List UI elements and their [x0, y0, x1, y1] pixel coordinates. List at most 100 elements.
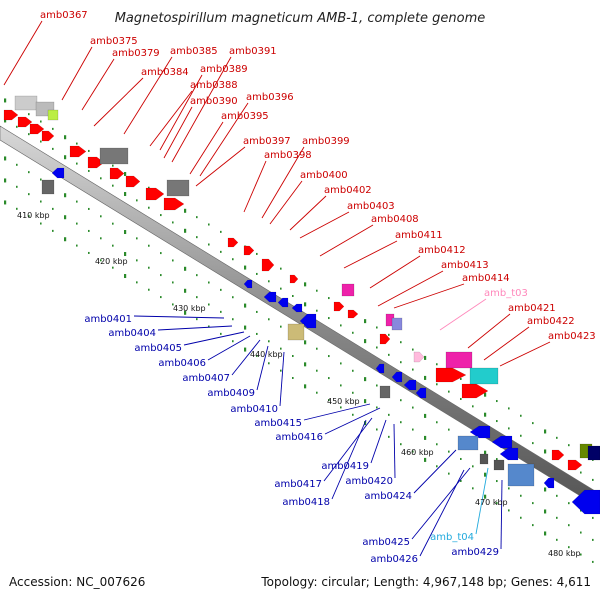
tick-mark: [556, 494, 558, 497]
leader-line: [195, 146, 246, 187]
tick-mark: [424, 413, 427, 418]
tick-mark: [532, 422, 534, 425]
tick-mark: [460, 397, 462, 400]
leader-line: [413, 449, 457, 494]
tick-mark: [460, 377, 462, 380]
tick-mark: [184, 228, 187, 233]
tick-mark: [508, 487, 510, 490]
tick-mark: [220, 332, 222, 335]
gene-label-forward: amb0413: [441, 260, 489, 271]
gene-box-gray: [41, 179, 55, 195]
tick-mark: [64, 237, 67, 242]
leader-line: [343, 240, 398, 269]
tick-mark: [316, 289, 318, 292]
tick-mark: [196, 274, 198, 277]
tick-mark: [400, 443, 402, 446]
tick-mark: [220, 230, 222, 233]
tick-mark: [184, 310, 187, 315]
leader-line: [467, 313, 511, 349]
tick-mark: [436, 421, 438, 424]
tick-mark: [4, 200, 7, 205]
tick-mark: [220, 250, 222, 253]
leader-line: [411, 467, 471, 540]
tick-mark: [496, 480, 498, 483]
tick-mark: [292, 376, 294, 379]
leader-line: [393, 423, 396, 479]
gene-label-forward: amb0421: [508, 303, 556, 314]
leader-line: [256, 345, 269, 391]
gene-label-forward: amb0389: [200, 64, 248, 75]
tick-mark: [28, 215, 30, 218]
tick-mark: [556, 516, 558, 519]
gene-label-forward: amb0384: [141, 67, 189, 78]
tick-mark: [88, 251, 90, 254]
forward-gene-arrow: [109, 167, 125, 180]
gene-label-reverse: amb0416: [275, 432, 323, 443]
leader-line: [199, 102, 249, 177]
tick-mark: [580, 553, 582, 556]
gene-box-tan: [287, 323, 305, 341]
leader-line: [231, 339, 261, 376]
tick-mark: [448, 428, 450, 431]
tick-mark: [424, 375, 427, 380]
tick-mark: [76, 162, 78, 165]
tick-mark: [412, 428, 414, 431]
leader-line: [171, 56, 232, 163]
leader-line: [323, 417, 373, 482]
gene-label-forward: amb_t03: [484, 288, 528, 299]
tick-mark: [124, 192, 127, 197]
tick-mark: [568, 502, 570, 505]
tick-mark: [232, 258, 234, 261]
leader-line: [81, 58, 115, 111]
reverse-gene-arrow: [243, 279, 253, 289]
tick-mark: [328, 355, 330, 358]
tick-mark: [196, 236, 198, 239]
tick-mark: [112, 184, 114, 187]
tick-mark: [124, 252, 127, 257]
tick-mark: [520, 516, 522, 519]
rna-box-cyan: [469, 367, 499, 385]
tick-mark: [4, 178, 7, 183]
tick-mark: [376, 406, 378, 409]
tick-mark: [40, 140, 42, 143]
tick-mark: [352, 331, 354, 334]
tick-mark: [496, 502, 498, 505]
genome-backbone: [0, 125, 600, 509]
leader-line: [289, 195, 327, 231]
forward-gene-arrow: [261, 258, 275, 272]
tick-mark: [316, 391, 318, 394]
gene-label-reverse: amb0425: [362, 537, 410, 548]
tick-mark: [592, 478, 594, 481]
gene-label-forward: amb0414: [462, 273, 510, 284]
tick-mark: [88, 149, 90, 152]
tick-mark: [148, 244, 150, 247]
tick-mark: [484, 392, 487, 397]
leader-line: [483, 326, 530, 361]
gene-label-reverse: amb0409: [207, 388, 255, 399]
forward-gene-arrow: [3, 109, 19, 121]
forward-gene-arrow: [243, 245, 255, 256]
tick-mark: [508, 407, 510, 410]
tick-mark: [496, 420, 498, 423]
tick-mark: [508, 509, 510, 512]
gene-features: [3, 95, 600, 515]
map-title: Magnetospirillum magneticum AMB-1, compl…: [115, 11, 486, 26]
tick-mark: [184, 208, 187, 213]
tick-mark: [484, 472, 487, 477]
tick-mark: [64, 193, 67, 198]
tick-mark: [52, 127, 54, 130]
tick-mark: [496, 458, 498, 461]
gene-label-reverse: amb0417: [274, 479, 322, 490]
gene-label-forward: amb0388: [190, 80, 238, 91]
tick-mark: [160, 252, 162, 255]
tick-mark: [76, 244, 78, 247]
tick-mark: [316, 369, 318, 372]
tick-mark: [196, 318, 198, 321]
tick-mark: [460, 479, 462, 482]
forward-gene-arrow: [29, 123, 45, 135]
tick-mark: [532, 524, 534, 527]
leader-line: [3, 20, 43, 86]
gene-label-reverse: amb0410: [230, 404, 278, 415]
tick-mark: [4, 118, 7, 123]
